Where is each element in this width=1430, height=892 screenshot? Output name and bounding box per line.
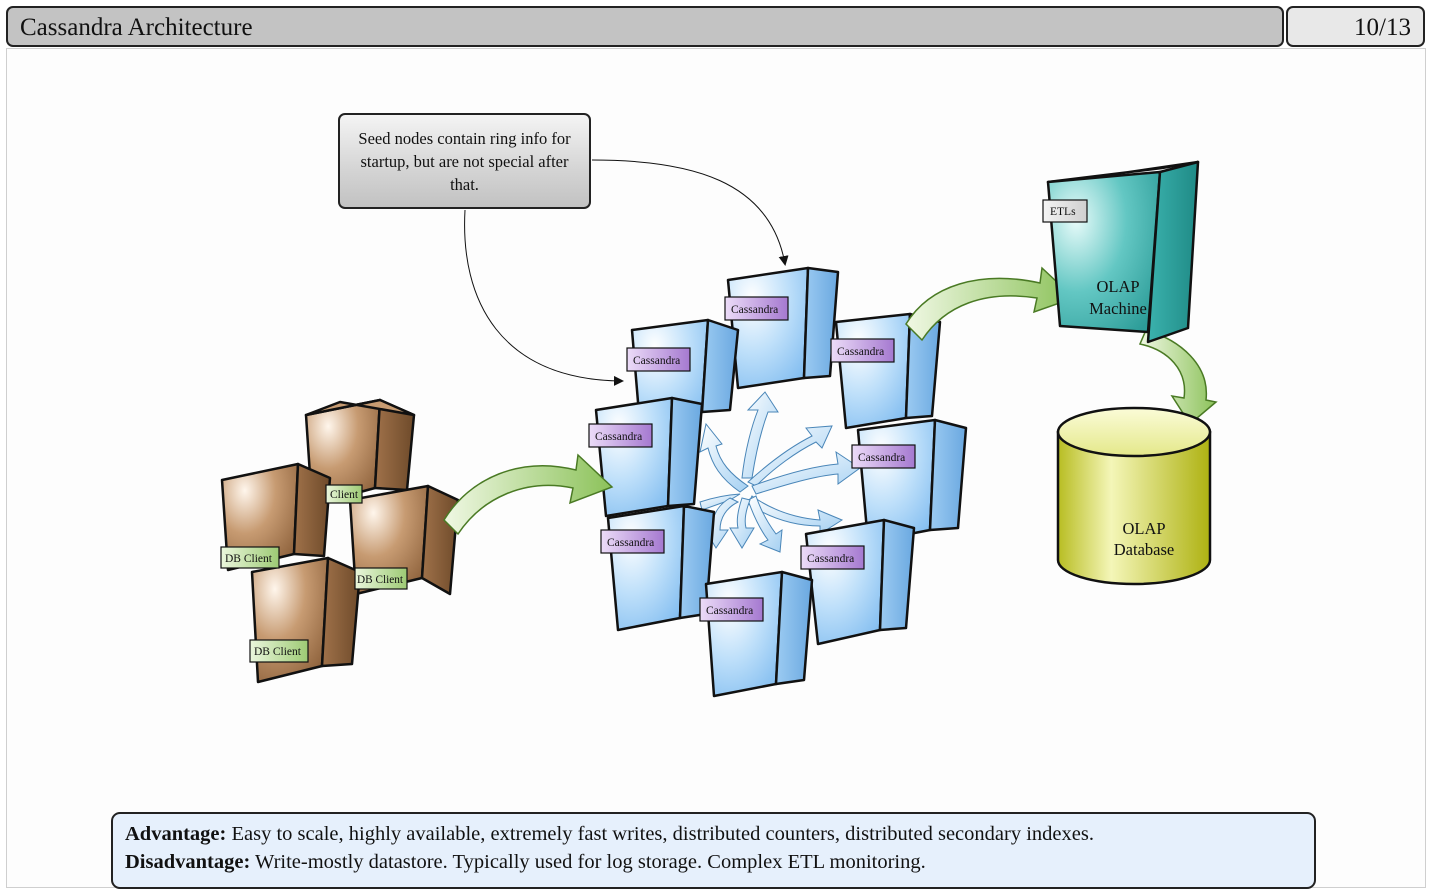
callout-connectors (464, 159, 789, 386)
db-client-cluster (220, 398, 460, 684)
gossip-arrow-7 (729, 497, 755, 549)
cassandra-node-left (594, 396, 704, 518)
page-indicator-box: 10/13 (1286, 6, 1425, 47)
gossip-arrow-4 (699, 422, 749, 493)
db-client-tag-1 (220, 546, 280, 569)
db-client-tag-partial-1-label: Client (330, 489, 359, 501)
olap-database-label-line2: Database (1114, 540, 1174, 559)
summary-box: Advantage: Easy to scale, highly availab… (111, 812, 1316, 889)
db-client-server-left (220, 462, 332, 572)
client-to-cluster-arrow (443, 453, 614, 536)
db-client-tags: Client DB Client DB Client DB Client (220, 484, 408, 663)
callout-connector-top-node (591, 159, 789, 266)
olap-database-label-line1: OLAP (1122, 519, 1165, 538)
gossip-arrow-5 (747, 495, 844, 535)
cassandra-node-top (726, 266, 840, 390)
cassandra-tag-left: Cassandra (595, 431, 642, 443)
cassandra-tag-right: Cassandra (858, 452, 905, 464)
db-client-tag-partial-2 (354, 567, 408, 590)
cassandra-node-bottom (704, 570, 814, 698)
cassandra-tag-bottom: Cassandra (706, 605, 753, 617)
callout-text: Seed nodes contain ring info for startup… (358, 128, 571, 194)
gossip-arrows (699, 391, 861, 553)
advantage-line: Advantage: Easy to scale, highly availab… (125, 820, 1302, 848)
advantage-text: Easy to scale, highly available, extreme… (226, 823, 1094, 845)
cassandra-tag-upper-right: Cassandra (837, 346, 884, 358)
disadvantage-text: Write-mostly datastore. Typically used f… (250, 851, 926, 873)
db-client-tag-2-label: DB Client (254, 646, 302, 658)
disadvantage-label: Disadvantage: (125, 851, 251, 873)
flow-arrows (443, 266, 1218, 536)
cassandra-tags: Cassandra Cassandra Cassandra Cassandra … (588, 296, 916, 622)
db-client-tag-2 (249, 639, 309, 663)
cassandra-node-lower-left (606, 504, 716, 632)
cassandra-tag-lower-right: Cassandra (807, 553, 854, 565)
db-client-tag-1-label: DB Client (225, 553, 273, 565)
title-bar: Cassandra Architecture (6, 6, 1284, 47)
gossip-arrow-2 (747, 425, 833, 487)
db-client-tag-partial-2-label: DB Client (357, 574, 404, 586)
etl-tag: ETLs (1042, 199, 1088, 223)
db-client-server-front (250, 556, 362, 684)
page-indicator: 10/13 (1354, 14, 1411, 41)
disadvantage-line: Disadvantage: Write-mostly datastore. Ty… (125, 848, 1302, 876)
seed-nodes-callout: Seed nodes contain ring info for startup… (338, 113, 591, 209)
db-client-tag-partial-1 (325, 484, 363, 504)
gossip-arrow-1 (741, 391, 779, 479)
olap-machine-label-line1: OLAP (1096, 277, 1139, 296)
callout-connector-left-node (464, 209, 624, 386)
gossip-arrow-6 (747, 495, 783, 553)
advantage-label: Advantage: (125, 823, 227, 845)
gossip-arrow-3 (751, 450, 861, 495)
olap-machine-label-line2: Machine (1089, 299, 1147, 318)
etl-tag-label: ETLs (1050, 206, 1076, 218)
cassandra-tag-top: Cassandra (731, 304, 778, 316)
cassandra-tag-upper-left: Cassandra (633, 355, 680, 367)
cassandra-node-lower-right (804, 518, 916, 646)
cassandra-tag-lower-left: Cassandra (607, 537, 654, 549)
cassandra-node-upper-left (630, 318, 740, 428)
slide-title: Cassandra Architecture (20, 14, 253, 41)
olap-database (1056, 406, 1212, 586)
